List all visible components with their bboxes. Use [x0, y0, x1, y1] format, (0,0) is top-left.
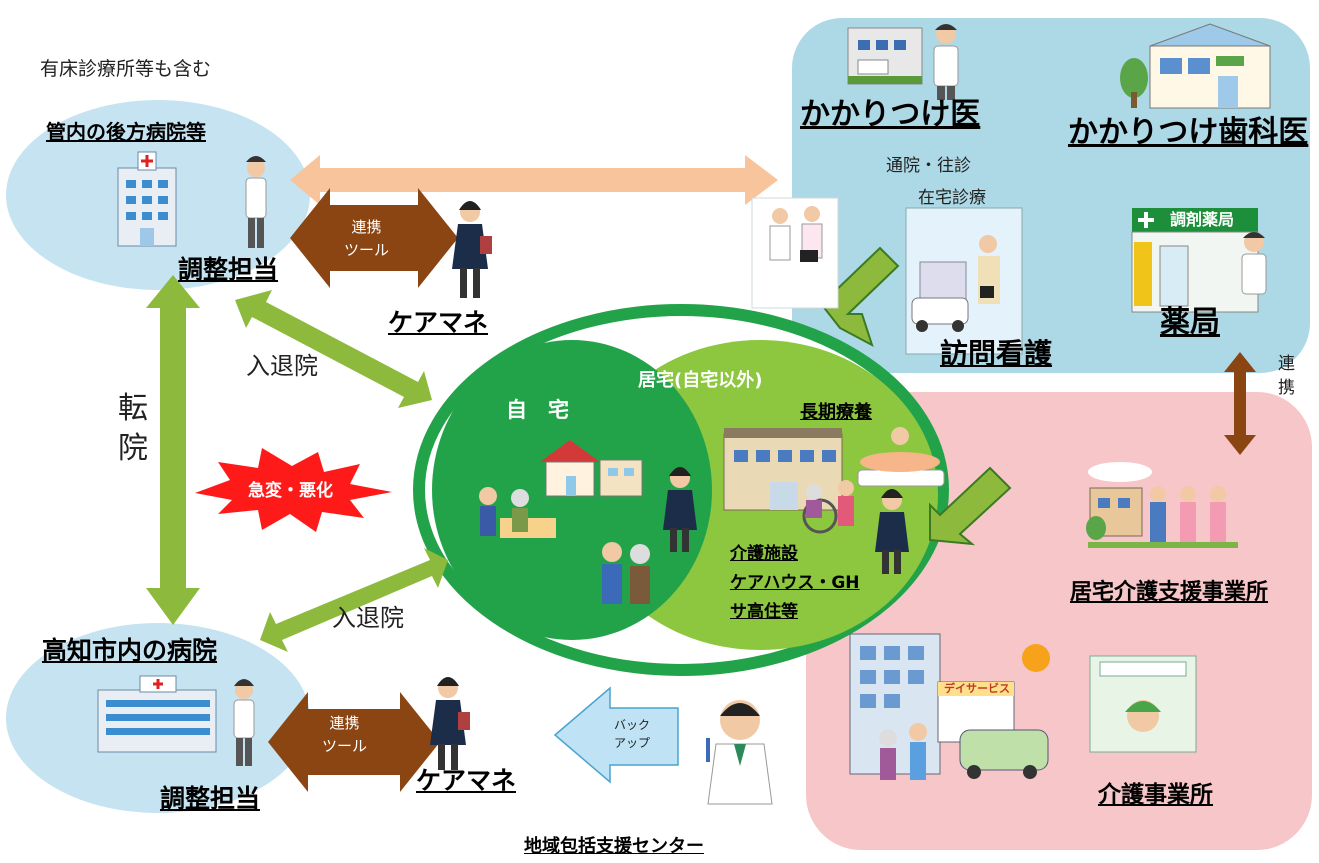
tool-arrow-bottom [268, 692, 440, 792]
care-manager-figure-residence [875, 489, 909, 574]
long-term-care-label: 長期療養 [800, 402, 872, 423]
rear-hospital-label: 管内の後方病院等 [46, 120, 206, 144]
care-facility-picture [723, 428, 843, 511]
wheelchair-picture [802, 480, 854, 534]
tool-label-top-line2: ツール [344, 240, 390, 259]
pharmacist-figure [1241, 232, 1267, 295]
care-inbound-arrow [929, 466, 1012, 546]
pharmacy-label: 薬局 [1160, 305, 1220, 340]
community-doctor-figure [706, 700, 773, 805]
doctor-figure [933, 24, 959, 100]
coordinator-label-top: 調整担当 [178, 255, 279, 284]
kochi-hospital-label: 高知市内の病院 [42, 636, 218, 665]
care-manager-figure-top [452, 201, 492, 298]
day-service-picture [849, 633, 1050, 780]
home-nursing-picture [905, 207, 1023, 355]
family-doctor-label: かかりつけ医 [800, 97, 981, 132]
dental-clinic-icon [1120, 23, 1271, 109]
home-care-label: 在宅診療 [918, 188, 986, 208]
tool-label-top-line1: 連携 [351, 218, 382, 236]
day-service-sign: デイサービス [944, 682, 1010, 695]
outpatient-label: 通院・往診 [886, 156, 971, 176]
home-label: 自 宅 [506, 398, 569, 422]
sudden-change-burst [195, 448, 392, 532]
coordinator-figure-top [245, 156, 267, 248]
link-arrow [1224, 352, 1256, 455]
facility-label-3: サ高住等 [730, 602, 798, 622]
admission-label-top: 入退院 [246, 352, 318, 380]
admission-label-bottom: 入退院 [332, 604, 404, 632]
tool-label-bottom: 連携 ツール [322, 712, 367, 757]
caremanager-label-bottom: ケアマネ [416, 766, 517, 795]
backup-label-line1: バック [614, 718, 651, 732]
transfer-arrow [146, 275, 200, 625]
clinic-building-icon [847, 27, 923, 85]
care-manager-figure-bottom [430, 677, 470, 770]
tool-label-bottom-line1: 連携 [329, 714, 360, 732]
coordinator-figure-bottom [233, 679, 255, 766]
admission-arrow-top [235, 290, 432, 408]
link-label-2: 携 [1278, 378, 1295, 398]
care-manager-figure-home [663, 467, 697, 552]
tool-label-bottom-line2: ツール [322, 736, 368, 755]
community-center-label: 地域包括支援センター [524, 836, 704, 857]
coordinator-label-bottom: 調整担当 [160, 784, 261, 813]
home-picture [479, 440, 643, 538]
long-term-care-picture [857, 427, 945, 487]
residence-label: 居宅(自宅以外) [638, 370, 763, 391]
helper-station-picture [1089, 655, 1197, 753]
elderly-couple-picture [602, 542, 650, 604]
transfer-label-1: 転 [118, 391, 148, 426]
backup-arrow [553, 686, 679, 784]
link-label-1: 連 [1278, 354, 1295, 374]
outpatient-arrow [290, 155, 778, 205]
note-text: 有床診療所等も含む [40, 58, 212, 80]
family-dentist-label: かかりつけ歯科医 [1068, 115, 1309, 150]
admission-arrow-bottom [260, 548, 448, 652]
visiting-doctors-picture [751, 197, 839, 309]
backup-label: バック アップ [614, 716, 650, 752]
rear-hospital-icon [117, 151, 177, 247]
facility-label-2: ケアハウス・GH [730, 573, 860, 593]
kochi-hospital-icon [97, 675, 217, 753]
facility-label-1: 介護施設 [730, 544, 798, 564]
care-office-label: 介護事業所 [1098, 782, 1213, 808]
care-support-label: 居宅介護支援事業所 [1070, 580, 1269, 605]
tool-arrow-top [290, 188, 458, 288]
pharmacy-icon [1131, 208, 1259, 313]
visiting-nurse-label: 訪問看護 [940, 337, 1053, 370]
pharmacy-sign-text: 調剤薬局 [1170, 210, 1235, 229]
caremanager-label-top: ケアマネ [388, 308, 489, 337]
backup-label-line2: アップ [614, 736, 651, 750]
tool-label-top: 連携 ツール [344, 216, 389, 261]
transfer-label-2: 院 [118, 431, 148, 466]
sudden-change-label: 急変・悪化 [248, 481, 333, 501]
care-support-picture [1086, 462, 1238, 548]
